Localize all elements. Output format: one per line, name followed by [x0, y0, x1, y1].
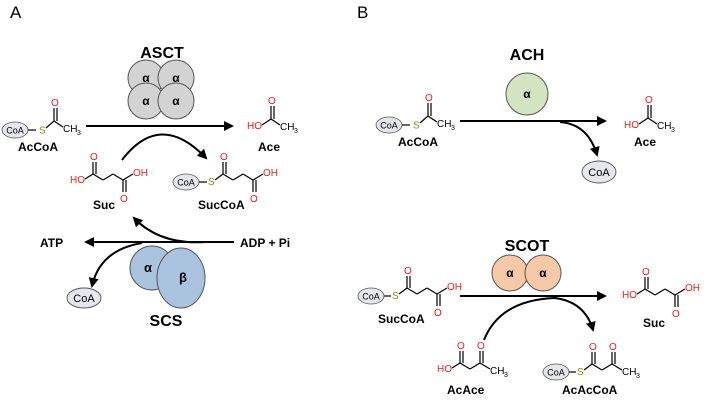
svg-text:α: α [172, 71, 180, 85]
svg-text:OH: OH [133, 168, 148, 179]
coa-release-arrow [88, 242, 143, 288]
scs-dimer: α β [129, 245, 206, 309]
coa-label-b: CoA [588, 167, 610, 179]
svg-text:O: O [404, 266, 412, 277]
svg-text:α: α [142, 71, 150, 85]
asct-subunit-4 [157, 82, 195, 120]
svg-text:OH: OH [447, 282, 462, 293]
panel-a: A ASCT α α α α AcCoA Ace HO [1, 3, 299, 330]
svg-text:CH: CH [490, 366, 504, 377]
succoa-label-a: SucCoA [198, 198, 245, 212]
svg-text:O: O [457, 341, 465, 352]
acaccoa-label: AcAcCoA [562, 383, 618, 397]
svg-text:α: α [142, 94, 150, 108]
acace-to-acaccoa-arrow [483, 296, 596, 341]
svg-text:O: O [609, 342, 617, 353]
svg-text:HO: HO [70, 175, 85, 186]
svg-text:α: α [506, 266, 514, 280]
ach-label: ACH [510, 47, 545, 64]
svg-text:α: α [172, 94, 180, 108]
asct-label: ASCT [140, 45, 184, 62]
succoa-label-b: SucCoA [378, 312, 425, 326]
panel-a-letter: A [10, 3, 22, 22]
ace-structure-b [623, 94, 676, 135]
suc-to-succoa-arrow [121, 133, 208, 161]
coa-label-a: CoA [73, 293, 95, 305]
svg-text:α: α [523, 87, 531, 101]
suc-structure-b: HO O O OH [622, 267, 700, 320]
acace-structure: HO O O CH 3 [437, 341, 508, 379]
suc-label-b: Suc [643, 316, 665, 330]
ach-subunit [505, 72, 549, 116]
svg-text:O: O [90, 152, 98, 163]
succoa-structure-b: CoA S O O OH [357, 266, 462, 319]
svg-text:CoA: CoA [362, 292, 380, 302]
svg-text:O: O [434, 308, 442, 319]
acace-label: AcAce [447, 383, 485, 397]
ace-label-b: Ace [634, 135, 656, 149]
succoa-structure-a: CoA S O O OH [172, 152, 278, 205]
svg-text:O: O [642, 267, 650, 278]
atp-label: ATP [40, 236, 63, 250]
svg-text:CoA: CoA [177, 178, 195, 188]
svg-text:HO: HO [437, 364, 452, 375]
suc-label-a: Suc [93, 198, 115, 212]
svg-text:CH: CH [622, 367, 636, 378]
svg-text:S: S [392, 291, 399, 302]
svg-text:3: 3 [504, 372, 508, 379]
ace-label-a: Ace [258, 140, 280, 154]
svg-text:OH: OH [263, 168, 278, 179]
accoa-structure-b [375, 92, 456, 134]
coa-product-b [581, 160, 617, 184]
coa-product-a [66, 287, 102, 309]
svg-text:O: O [220, 152, 228, 163]
accoa-label-a: AcCoA [18, 140, 58, 154]
panel-b-letter: B [357, 3, 368, 22]
svg-text:β: β [179, 270, 187, 285]
svg-text:S: S [577, 367, 584, 378]
svg-text:O: O [120, 194, 128, 205]
succoa-to-suc-arrow [132, 216, 206, 244]
adp-pi-label: ADP + Pi [240, 236, 290, 250]
acaccoa-structure: CoA S O O CH 3 [542, 342, 640, 381]
svg-text:α: α [539, 266, 547, 280]
suc-structure-a: HO O O OH [70, 152, 148, 205]
scs-beta-subunit [156, 247, 206, 309]
svg-text:O: O [589, 342, 597, 353]
scot-label: SCOT [505, 238, 550, 255]
svg-text:S: S [208, 177, 215, 188]
svg-text:O: O [672, 309, 680, 320]
svg-text:O: O [477, 341, 485, 352]
svg-text:CoA: CoA [547, 368, 565, 378]
svg-text:O: O [250, 194, 258, 205]
asct-tetramer: α α α α [127, 59, 195, 120]
ace-structure-a [246, 95, 299, 136]
scot-subunit-2 [524, 254, 562, 292]
accoa-structure-a [1, 97, 82, 139]
scs-label: SCS [150, 313, 183, 330]
panel-b: B ACH α AcCoA Ace CoA SCOT α α CoA S [357, 3, 700, 397]
svg-text:OH: OH [685, 283, 700, 294]
svg-text:HO: HO [622, 290, 637, 301]
accoa-label-b: AcCoA [398, 135, 438, 149]
coa-release-arrow-b [559, 121, 600, 157]
svg-text:α: α [144, 260, 152, 275]
svg-text:3: 3 [636, 373, 640, 380]
